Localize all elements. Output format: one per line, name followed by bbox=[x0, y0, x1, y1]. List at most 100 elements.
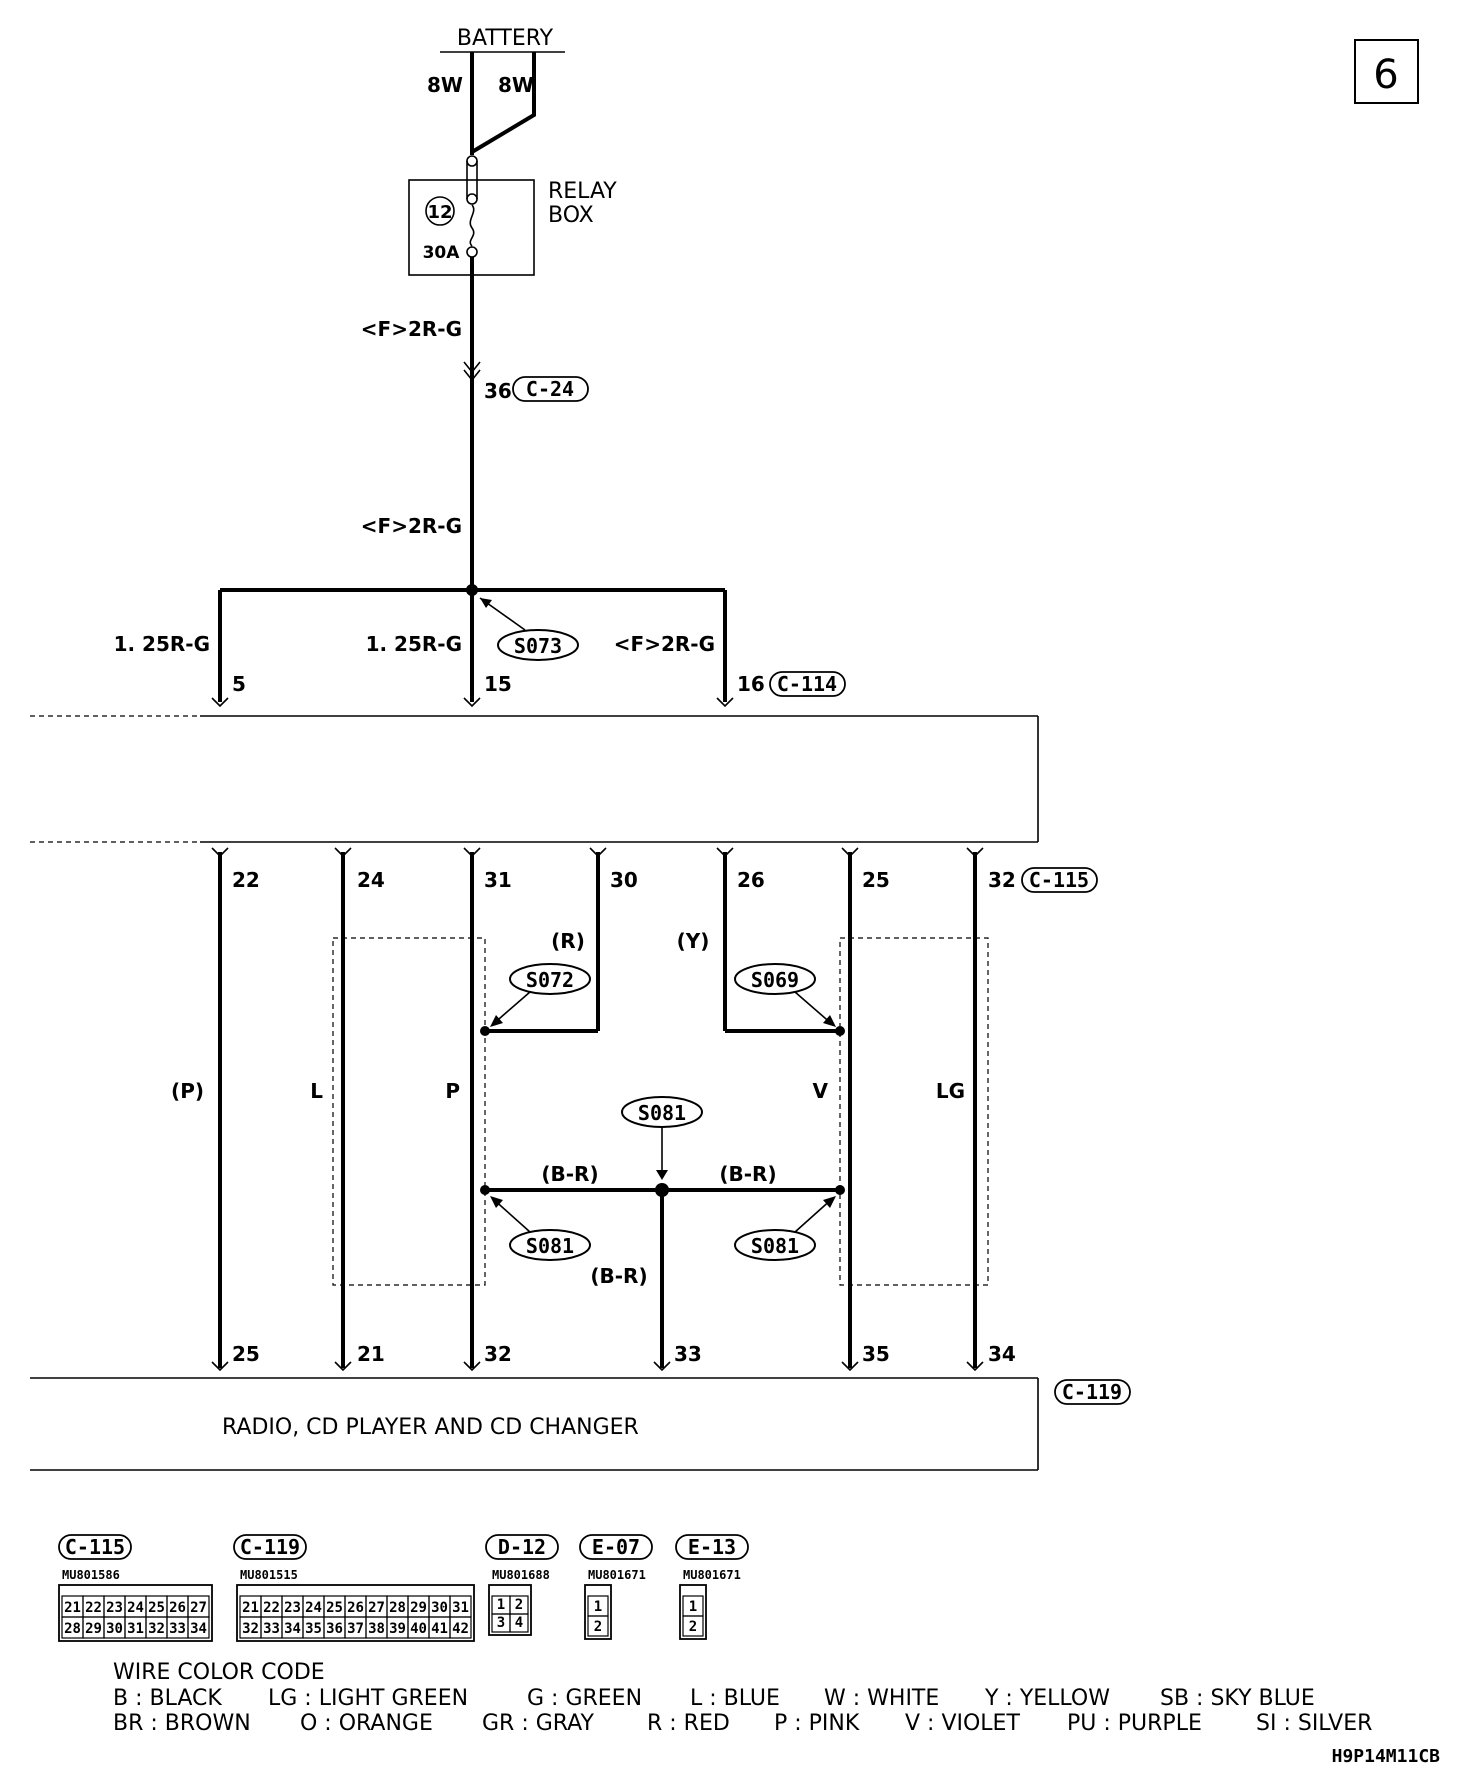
color-code-b: B : BLACK bbox=[113, 1686, 222, 1711]
branch-wire-left-label: 1. 25R-G bbox=[114, 632, 210, 656]
color-code-pu: PU : PURPLE bbox=[1067, 1711, 1202, 1736]
connector-view-pin: 24 bbox=[305, 1600, 322, 1616]
diagram-code: H9P14M11CB bbox=[1332, 1746, 1441, 1767]
connector-view-pin: 2 bbox=[594, 1619, 602, 1635]
connector-view-id: E-07 bbox=[592, 1535, 640, 1559]
color-code-y: Y : YELLOW bbox=[984, 1686, 1110, 1711]
color-code-p: P : PINK bbox=[774, 1711, 860, 1736]
connector-view-pin: 27 bbox=[190, 1600, 207, 1616]
connector-view-pin: 30 bbox=[106, 1621, 123, 1637]
connector-view-pin: 33 bbox=[263, 1621, 280, 1637]
c119-pin-25: 25 bbox=[232, 1342, 260, 1366]
connector-view-pin: 35 bbox=[305, 1621, 322, 1637]
c119-pin-33: 33 bbox=[674, 1342, 702, 1366]
color-code-w: W : WHITE bbox=[824, 1686, 939, 1711]
connector-c119-pins: 25 21 32 33 35 34 C-119 bbox=[232, 1342, 1131, 1405]
wire-color-code: WIRE COLOR CODE B : BLACK LG : LIGHT GRE… bbox=[113, 1660, 1372, 1736]
wire-color-br-down: (B-R) bbox=[590, 1264, 647, 1288]
connector-view-part: MU801671 bbox=[683, 1568, 741, 1582]
fuse-rating: 30A bbox=[423, 243, 461, 263]
connector-view-pin: 31 bbox=[127, 1621, 144, 1637]
connector-view-part: MU801586 bbox=[62, 1568, 120, 1582]
connector-view-pin: 32 bbox=[148, 1621, 165, 1637]
c115-pin-30: 30 bbox=[610, 868, 638, 892]
shield-outlines bbox=[332, 937, 989, 1286]
connector-view-pin: 29 bbox=[85, 1621, 102, 1637]
connector-view-pin: 36 bbox=[326, 1621, 343, 1637]
color-code-l: L : BLUE bbox=[690, 1686, 780, 1711]
battery-wire-left-label: 8W bbox=[427, 73, 463, 97]
connector-view-pin: 42 bbox=[452, 1621, 469, 1637]
battery-label: BATTERY bbox=[457, 26, 554, 51]
color-code-sb: SB : SKY BLUE bbox=[1160, 1686, 1315, 1711]
lower-wires bbox=[211, 847, 984, 1372]
c119-pin-32: 32 bbox=[484, 1342, 512, 1366]
relay-box-label-1: RELAY bbox=[548, 179, 617, 204]
connector-view-pin: 37 bbox=[347, 1621, 364, 1637]
connector-view-pin: 28 bbox=[64, 1621, 81, 1637]
connector-view-pin: 40 bbox=[410, 1621, 427, 1637]
feed-wire-label-upper: <F>2R-G bbox=[361, 317, 462, 341]
connector-view-pin: 29 bbox=[410, 1600, 427, 1616]
connector-view-pin: 26 bbox=[347, 1600, 364, 1616]
connector-view-pin: 34 bbox=[190, 1621, 207, 1637]
connector-view-id: D-12 bbox=[498, 1535, 546, 1559]
wire-color-v: V bbox=[813, 1079, 829, 1103]
page-number-box: 6 bbox=[1354, 39, 1419, 104]
connector-view-pin: 23 bbox=[106, 1600, 123, 1616]
connector-c115-pins: 22 24 31 30 26 25 32 C-115 bbox=[232, 867, 1098, 893]
connector-view-pin: 27 bbox=[368, 1600, 385, 1616]
connector-view-pin: 30 bbox=[431, 1600, 448, 1616]
connector-view-pin: 41 bbox=[431, 1621, 448, 1637]
wire-color-br-left: (B-R) bbox=[541, 1162, 598, 1186]
wire-color-l: L bbox=[310, 1079, 323, 1103]
top-branch: 1. 25R-G 1. 25R-G <F>2R-G S073 5 15 16 C… bbox=[114, 584, 846, 708]
c115-pin-22: 22 bbox=[232, 868, 260, 892]
connector-view-pin: 28 bbox=[389, 1600, 406, 1616]
branch-wire-middle-label: 1. 25R-G bbox=[366, 632, 462, 656]
relay-box: 12 30A RELAY BOX bbox=[408, 155, 617, 276]
feed-wire-pin: 36 bbox=[484, 379, 512, 403]
connector-view-pin: 1 bbox=[497, 1597, 505, 1613]
connector-view-pin: 26 bbox=[169, 1600, 186, 1616]
connector-view-pin: 23 bbox=[284, 1600, 301, 1616]
connector-view-id: C-119 bbox=[240, 1535, 300, 1559]
splice-s073: S073 bbox=[514, 634, 562, 658]
c119-pin-34: 34 bbox=[988, 1342, 1016, 1366]
connector-view-part: MU801671 bbox=[588, 1568, 646, 1582]
connector-view-pin: 1 bbox=[689, 1599, 697, 1615]
connector-view-id: C-115 bbox=[65, 1535, 125, 1559]
c119-pin-21: 21 bbox=[357, 1342, 385, 1366]
connector-c114-label: C-114 bbox=[777, 672, 837, 696]
color-code-gr: GR : GRAY bbox=[482, 1711, 595, 1736]
fuse-number: 12 bbox=[427, 202, 452, 223]
relay-box-label-2: BOX bbox=[548, 203, 594, 228]
wire-color-p-paren: (P) bbox=[171, 1079, 204, 1103]
color-code-r: R : RED bbox=[647, 1711, 730, 1736]
connector-view-pin: 34 bbox=[284, 1621, 301, 1637]
color-code-g: G : GREEN bbox=[527, 1686, 642, 1711]
component-name: RADIO, CD PLAYER AND CD CHANGER bbox=[222, 1415, 639, 1440]
connector-view-pin: 3 bbox=[497, 1615, 505, 1631]
wire-color-y: (Y) bbox=[677, 929, 710, 953]
wire-color-p: P bbox=[445, 1079, 460, 1103]
wire-color-lg: LG bbox=[936, 1079, 965, 1103]
connector-view-pin: 33 bbox=[169, 1621, 186, 1637]
c119-pin-35: 35 bbox=[862, 1342, 890, 1366]
splice-callouts: S072 S069 S081 S081 S081 bbox=[490, 963, 836, 1261]
color-code-lg: LG : LIGHT GREEN bbox=[268, 1686, 468, 1711]
junction-block bbox=[30, 715, 1039, 843]
wire-color-r: (R) bbox=[551, 929, 585, 953]
c115-pin-25: 25 bbox=[862, 868, 890, 892]
connector-view-pin: 38 bbox=[368, 1621, 385, 1637]
color-code-v: V : VIOLET bbox=[905, 1711, 1020, 1736]
connector-view-part: MU801688 bbox=[492, 1568, 550, 1582]
connector-view-pin: 22 bbox=[85, 1600, 102, 1616]
connector-view-pin: 22 bbox=[263, 1600, 280, 1616]
battery-wire-right-label: 8W bbox=[498, 73, 534, 97]
c114-pin-16: 16 bbox=[737, 672, 765, 696]
